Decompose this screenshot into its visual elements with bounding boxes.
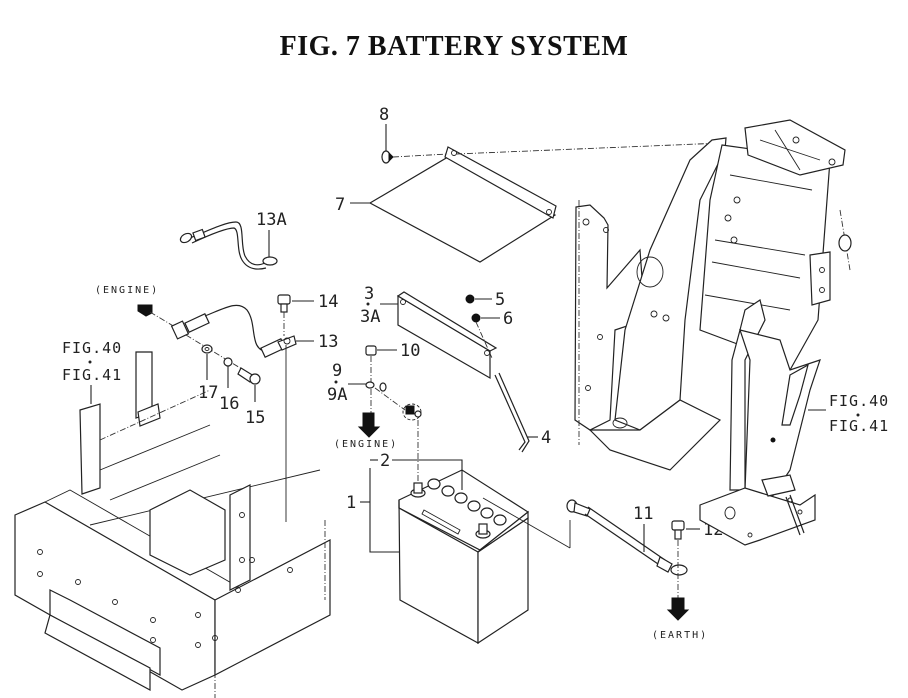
battery-cable-11: [566, 499, 688, 576]
rivet: [381, 150, 394, 164]
callout-2: 2: [380, 451, 390, 471]
callout-3a: 3A: [360, 307, 380, 327]
bolt-12: [671, 520, 685, 540]
hold-down-bracket: [396, 291, 498, 380]
ref-fig40-left: FIG.40: [62, 339, 122, 357]
callout-11: 11: [633, 504, 653, 524]
lock-washer-16: [223, 357, 233, 367]
callout-3: 3: [364, 284, 374, 304]
callout-6: 6: [503, 309, 513, 329]
bolt-15: [237, 367, 261, 385]
callout-15: 15: [245, 408, 265, 428]
note-engine-top: (ENGINE): [95, 285, 159, 296]
bolt-14: [277, 294, 291, 313]
callout-7: 7: [335, 195, 345, 215]
ref-fig41-left: FIG.41: [62, 366, 122, 384]
note-earth: (EARTH): [652, 630, 708, 641]
callout-8: 8: [379, 105, 389, 125]
battery: [398, 469, 530, 645]
callout-17: 17: [198, 383, 218, 403]
ref-fig41-right: FIG.41: [829, 417, 889, 435]
callout-10: 10: [400, 341, 420, 361]
callout-9a: 9A: [327, 385, 347, 405]
chassis-frame: [14, 351, 331, 698]
terminal-clamp: [402, 403, 422, 421]
callout-16: 16: [219, 394, 239, 414]
earth-arrow-icon: [666, 597, 690, 621]
callout-9: 9: [332, 361, 342, 381]
callout-13: 13: [318, 332, 338, 352]
nut-10: [365, 345, 377, 356]
nut-5: [465, 294, 475, 304]
ref-fig40-right: FIG.40: [829, 392, 889, 410]
engine-arrow-icon: [137, 304, 153, 317]
callout-5: 5: [495, 290, 505, 310]
callout-1: 1: [346, 493, 356, 513]
figure-title: FIG. 7 BATTERY SYSTEM: [279, 31, 629, 62]
ground-cable-13: [170, 304, 297, 358]
terminal-clamp-9: [365, 381, 387, 392]
washer-6: [471, 313, 481, 323]
callout-13a: 13A: [256, 210, 287, 230]
cable-13a: [179, 221, 278, 270]
callout-4: 4: [541, 428, 551, 448]
engine-arrow-icon: [357, 412, 381, 438]
j-rod-4: [494, 372, 530, 453]
battery-cover-plate: [368, 146, 557, 263]
note-engine-mid: (ENGINE): [334, 439, 398, 450]
callout-14: 14: [318, 292, 338, 312]
battery-bracket-assembly: [574, 119, 852, 546]
washer-17: [201, 344, 213, 354]
